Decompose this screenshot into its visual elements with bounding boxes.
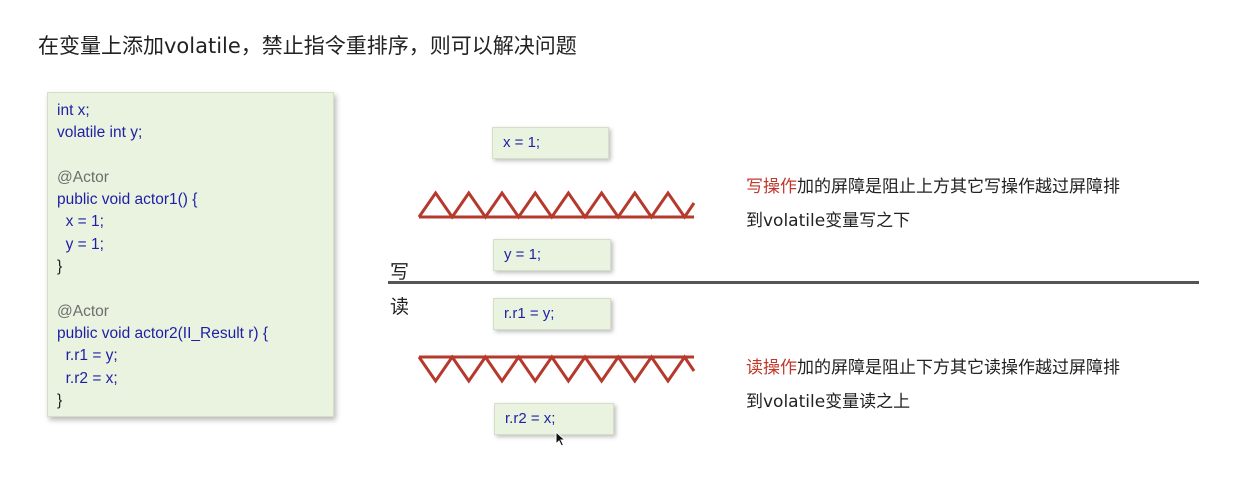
read-desc-line1-rest: 加的屏障是阻止下方其它读操作越过屏障排 <box>797 358 1120 378</box>
write-read-divider <box>388 281 1199 284</box>
code-line-y-assign: y = 1; <box>57 234 333 256</box>
code-text: x = 1; <box>57 213 104 231</box>
r2-read-box: r.r2 = x; <box>494 403 614 435</box>
code-line-blank <box>57 145 333 167</box>
code-text: } <box>57 258 63 276</box>
read-barrier-zigzag <box>417 354 696 384</box>
write-label: 写 <box>390 261 410 283</box>
code-text: public void actor1() { <box>57 191 198 209</box>
code-text: @Actor <box>57 302 109 320</box>
write-barrier-zigzag <box>417 190 696 220</box>
code-line-close-brace: } <box>57 390 333 412</box>
code-line-annotation: @Actor <box>57 301 333 323</box>
code-text: r.r2 = x; <box>57 369 118 387</box>
write-desc-line2: 到volatile变量写之下 <box>746 211 911 231</box>
read-barrier <box>417 354 696 384</box>
code-text: public void actor2(II_Result r) { <box>57 324 269 342</box>
write-desc-line1: 写操作加的屏障是阻止上方其它写操作越过屏障排 <box>746 170 1206 204</box>
code-line-r1-read: r.r1 = y; <box>57 345 333 367</box>
code-line-x-assign: x = 1; <box>57 211 333 233</box>
code-text: volatile int y; <box>57 124 143 142</box>
mouse-pointer-icon <box>555 431 567 447</box>
code-text: @Actor <box>57 168 109 186</box>
code-line-blank <box>57 278 333 300</box>
code-line-actor2-signature: public void actor2(II_Result r) { <box>57 323 333 345</box>
code-line-actor1-signature: public void actor1() { <box>57 189 333 211</box>
read-label: 读 <box>390 296 410 318</box>
write-desc-line1-rest: 加的屏障是阻止上方其它写操作越过屏障排 <box>797 177 1120 197</box>
code-line-r2-read: r.r2 = x; <box>57 368 333 390</box>
read-desc-line2: 到volatile变量读之上 <box>746 392 911 412</box>
read-barrier-description: 读操作加的屏障是阻止下方其它读操作越过屏障排 到volatile变量读之上 <box>746 351 1206 419</box>
code-line-volatile-y: volatile int y; <box>57 122 333 144</box>
y-assign-box: y = 1; <box>493 239 611 271</box>
read-desc-highlight: 读操作 <box>746 358 797 378</box>
write-barrier-description: 写操作加的屏障是阻止上方其它写操作越过屏障排 到volatile变量写之下 <box>746 170 1206 238</box>
code-text: r.r1 = y; <box>57 347 118 365</box>
code-text: } <box>57 391 63 409</box>
r1-read-box: r.r1 = y; <box>493 298 611 330</box>
x-assign-box: x = 1; <box>492 127 609 159</box>
slide-title: 在变量上添加volatile，禁止指令重排序，则可以解决问题 <box>38 34 577 58</box>
code-line-annotation: @Actor <box>57 167 333 189</box>
code-text: int x; <box>57 102 90 119</box>
code-panel: int x; volatile int y; @Actor public voi… <box>47 92 334 417</box>
code-line-int-x: int x; <box>57 100 333 122</box>
code-line-close-brace: } <box>57 256 333 278</box>
read-desc-line1: 读操作加的屏障是阻止下方其它读操作越过屏障排 <box>746 351 1206 385</box>
write-barrier <box>417 190 696 220</box>
code-text: y = 1; <box>57 235 104 253</box>
write-desc-highlight: 写操作 <box>746 177 797 197</box>
